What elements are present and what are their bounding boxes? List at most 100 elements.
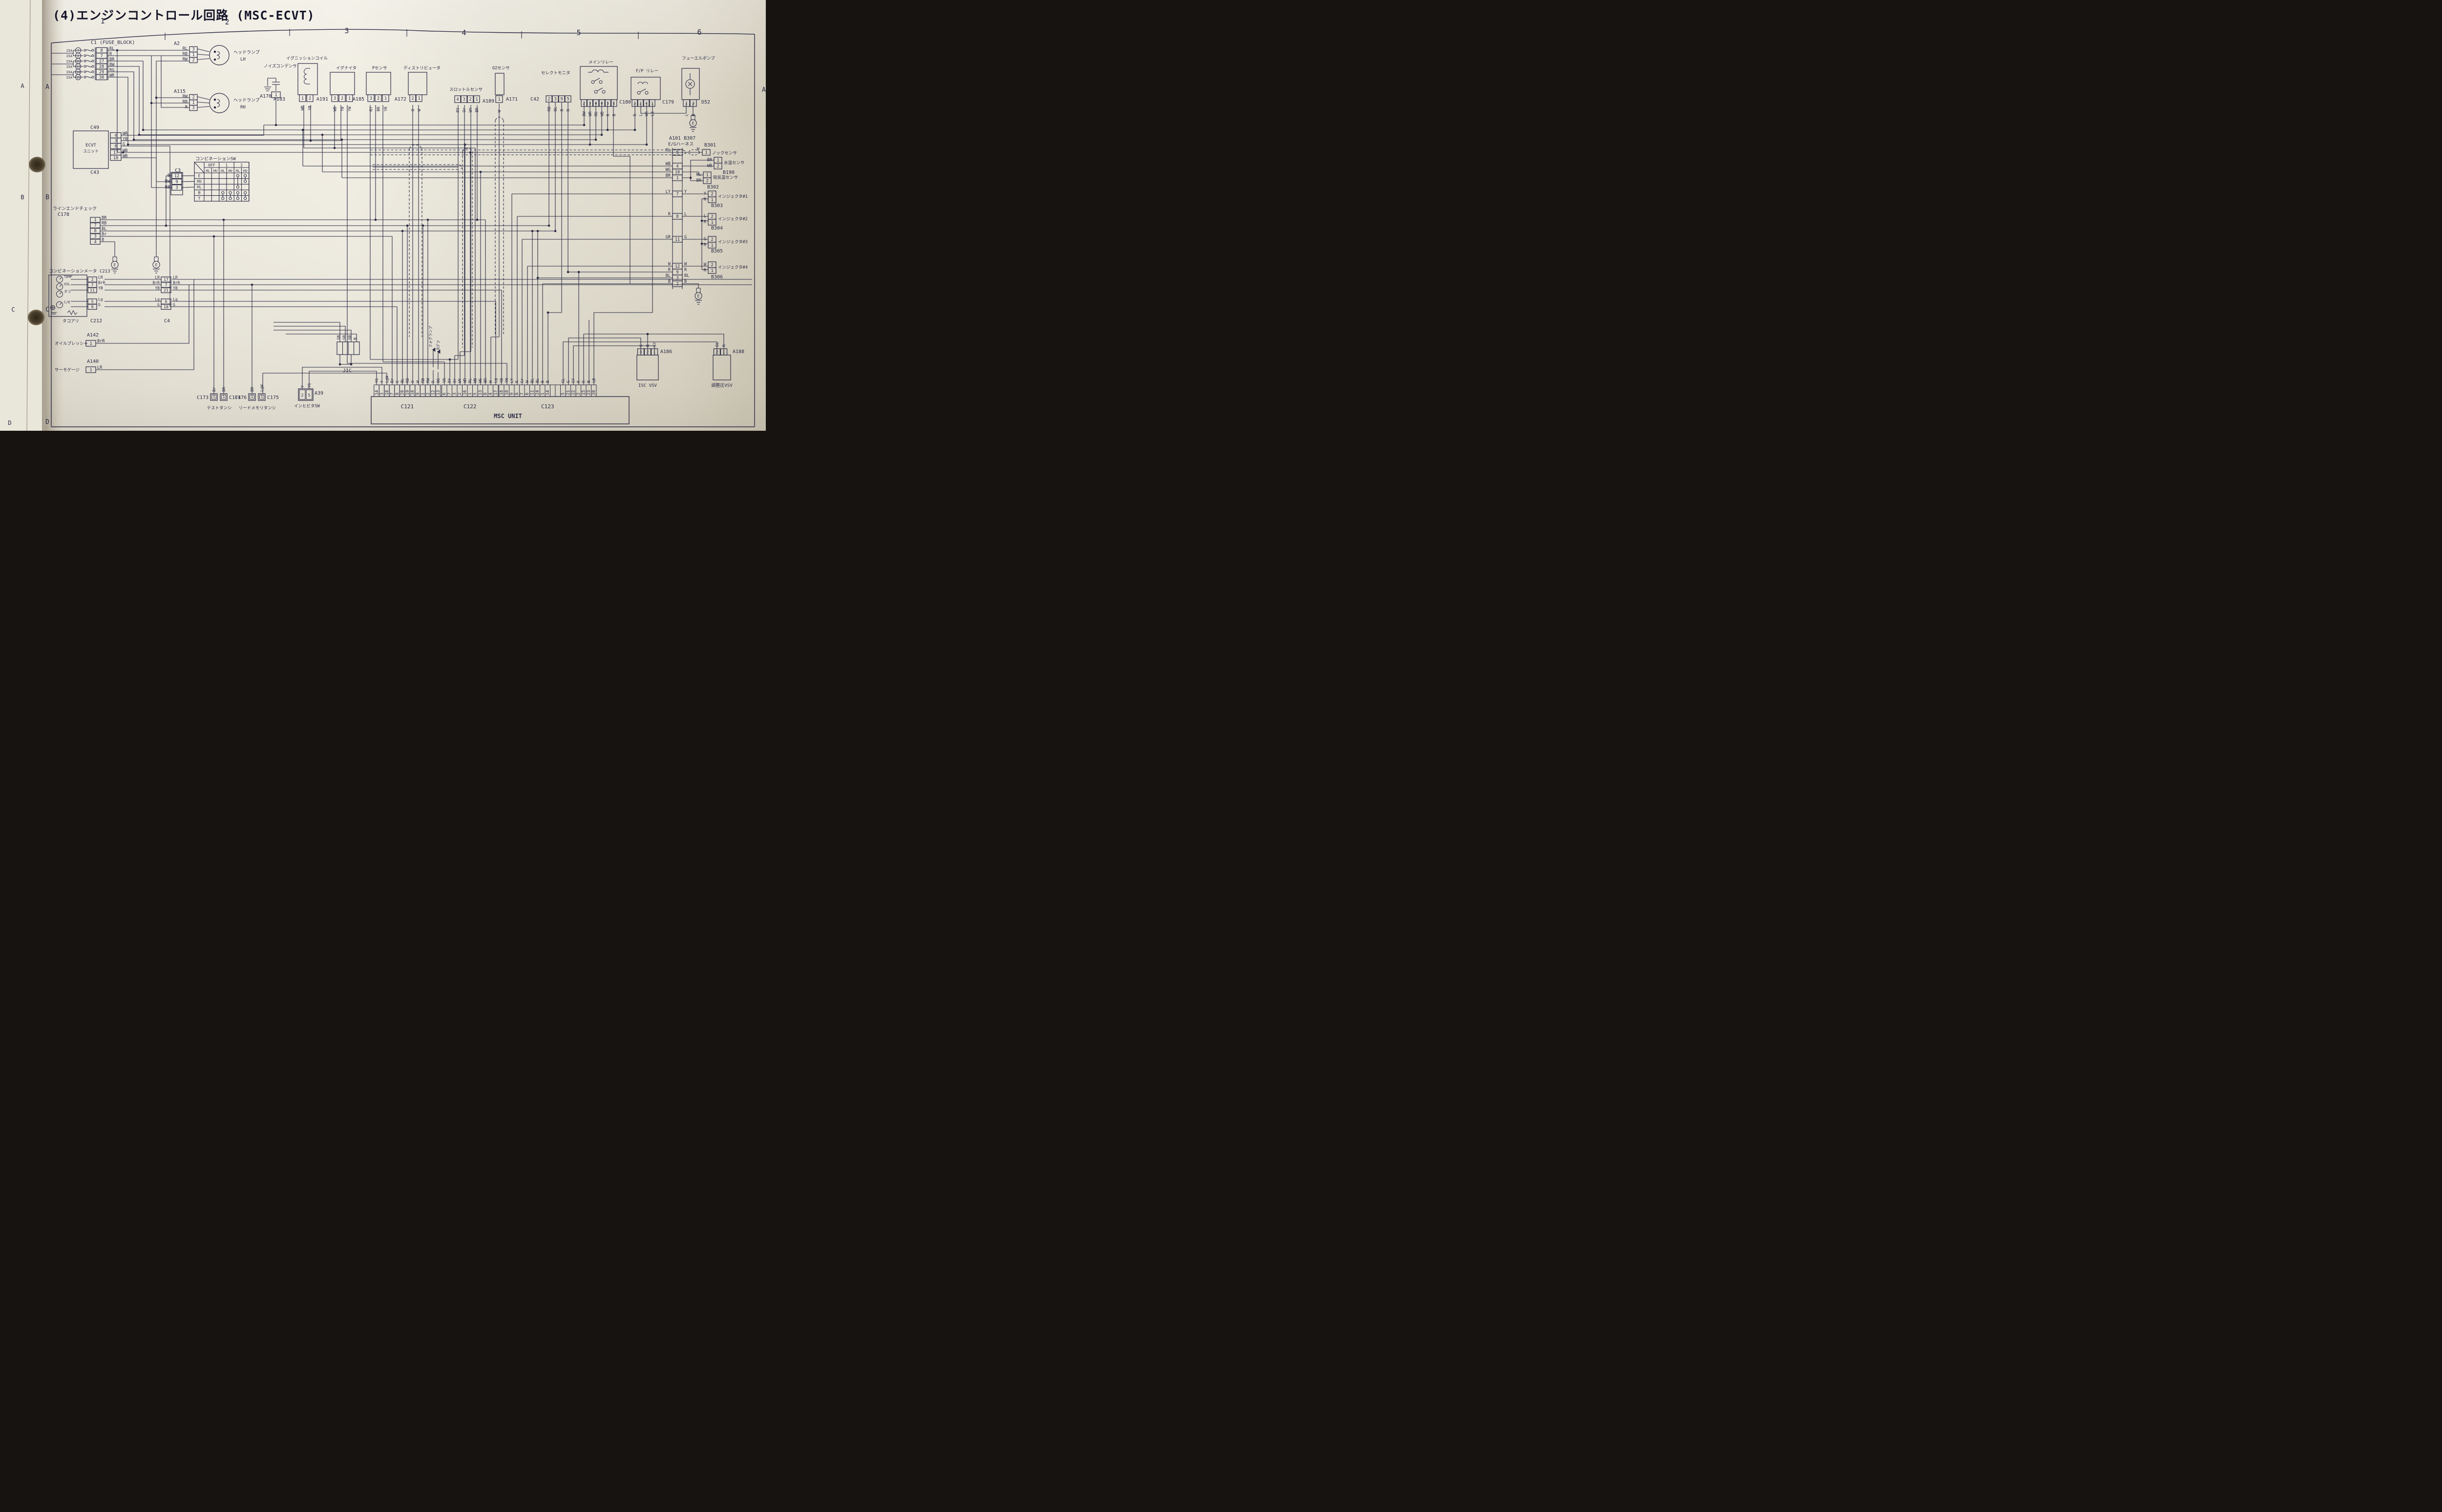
svg-text:WG: WG bbox=[478, 378, 483, 383]
pin-number: 4 bbox=[114, 133, 117, 138]
pin-number: 3 bbox=[676, 276, 678, 281]
gauge-label: タコ bbox=[64, 289, 71, 294]
pin-number: 2 bbox=[639, 101, 642, 105]
pin-wire: G bbox=[123, 142, 125, 147]
pin-number: 4 bbox=[676, 164, 678, 169]
fuel-pump-ground: E bbox=[689, 113, 697, 132]
svg-text:LB: LB bbox=[650, 111, 654, 116]
pin-wire: YB bbox=[123, 137, 127, 142]
svg-text:WR: WR bbox=[588, 111, 592, 116]
msc-connector-id: C122 bbox=[463, 403, 477, 410]
pin-wire: Br bbox=[102, 232, 106, 237]
pin-number: 1 bbox=[711, 220, 713, 225]
pin-wire-in: R bbox=[668, 212, 671, 217]
svg-text:YR: YR bbox=[384, 106, 388, 111]
svg-text:O: O bbox=[410, 380, 415, 383]
arrow-label-rdef: Rデフ bbox=[436, 340, 441, 350]
msc-pin-number: 2 bbox=[576, 393, 581, 395]
pin-number: 7 bbox=[91, 283, 94, 287]
svg-text:G: G bbox=[639, 344, 643, 347]
pin-wire: G bbox=[704, 237, 706, 242]
msc-pin-number: 5 bbox=[473, 393, 478, 395]
pin-wire: WL bbox=[696, 172, 701, 177]
pin-number: 1 bbox=[89, 341, 92, 346]
connector-id: B306 bbox=[711, 274, 723, 280]
pin-number: 1 bbox=[261, 395, 263, 399]
svg-text:R: R bbox=[515, 380, 519, 383]
svg-text:WR: WR bbox=[463, 378, 467, 383]
component-label: ディストリビュータ bbox=[403, 65, 441, 71]
shielded-wires bbox=[370, 117, 700, 348]
pin-number: 3 bbox=[192, 106, 194, 111]
component-label: インヒビタSW bbox=[294, 404, 320, 409]
sw-row: HL bbox=[197, 185, 202, 189]
svg-text:RB: RB bbox=[421, 378, 425, 383]
component-label: メインリレー bbox=[589, 60, 613, 65]
binder-hole-top bbox=[29, 157, 45, 172]
pin-number: 2 bbox=[192, 95, 194, 100]
fuse-wire: BW bbox=[109, 63, 115, 67]
svg-text:LY: LY bbox=[510, 378, 514, 383]
pin-number: 6 bbox=[165, 299, 168, 304]
pin-number: 8 bbox=[94, 229, 96, 233]
pin-wire-right: G bbox=[173, 303, 175, 307]
terminal-id-right: C174 bbox=[229, 395, 241, 400]
pin-wire-in: BR bbox=[666, 173, 671, 178]
pin-wire: R bbox=[704, 197, 707, 202]
wires bbox=[51, 50, 752, 394]
connector-id: B304 bbox=[711, 226, 723, 231]
msc-pin-number: 14 bbox=[375, 390, 379, 395]
msc-pin-number: 7 bbox=[390, 393, 395, 395]
svg-text:ユニット: ユニット bbox=[83, 149, 99, 153]
connector-id: A170 bbox=[260, 94, 272, 99]
msc-pin-number: 21 bbox=[566, 390, 571, 395]
pin-wire-out: BL bbox=[684, 273, 689, 278]
pin-wire: G bbox=[98, 303, 101, 307]
row-letter: D bbox=[45, 419, 49, 426]
arrow-label-foglamp: フォグランプ bbox=[428, 326, 433, 348]
pin-number: 1 bbox=[348, 96, 351, 101]
column-number: 1 bbox=[100, 17, 105, 25]
svg-text:R: R bbox=[632, 114, 637, 116]
sw-row: HU bbox=[197, 179, 202, 184]
pin-wire: BR bbox=[102, 216, 107, 221]
pin-number: 1 bbox=[723, 350, 725, 355]
msc-pin-number: 11 bbox=[530, 390, 535, 395]
connector-id: A186 bbox=[660, 349, 672, 355]
fuse-circuit-number: 12 bbox=[76, 60, 80, 63]
connector-id: A140 bbox=[87, 359, 99, 364]
svg-text:GY: GY bbox=[653, 342, 657, 347]
pin-wire-in: GR bbox=[666, 235, 671, 240]
pin-wire-out: L bbox=[684, 212, 687, 217]
svg-text:W: W bbox=[417, 109, 421, 111]
fuse-wire: WR bbox=[109, 73, 115, 78]
pin-wire: B bbox=[168, 173, 170, 178]
component-label: F/P リレー bbox=[636, 69, 658, 74]
msc-pin-number: 17 bbox=[494, 390, 499, 395]
component-label: コンビネーションSW bbox=[195, 156, 236, 162]
pin-wire-in: W bbox=[668, 262, 671, 267]
pin-wire-left: Lg bbox=[155, 297, 160, 302]
svg-text:B: B bbox=[541, 380, 545, 383]
svg-text:Br: Br bbox=[212, 387, 216, 392]
fuse-circuit-number: 2 bbox=[77, 54, 79, 58]
connector-id-left: C212 bbox=[90, 318, 102, 324]
msc-pin-number: 18 bbox=[500, 390, 505, 395]
pin-number: 5 bbox=[607, 101, 609, 105]
pin-number: 5 bbox=[91, 299, 94, 304]
pin-wire-out: W bbox=[684, 262, 687, 267]
component-sub: LH bbox=[240, 57, 246, 62]
pin-number: 5 bbox=[308, 393, 311, 398]
connector-id: A39 bbox=[315, 391, 323, 396]
svg-text:G: G bbox=[395, 380, 400, 383]
ground-1: E bbox=[111, 255, 119, 273]
pin-number: 2 bbox=[411, 96, 414, 101]
